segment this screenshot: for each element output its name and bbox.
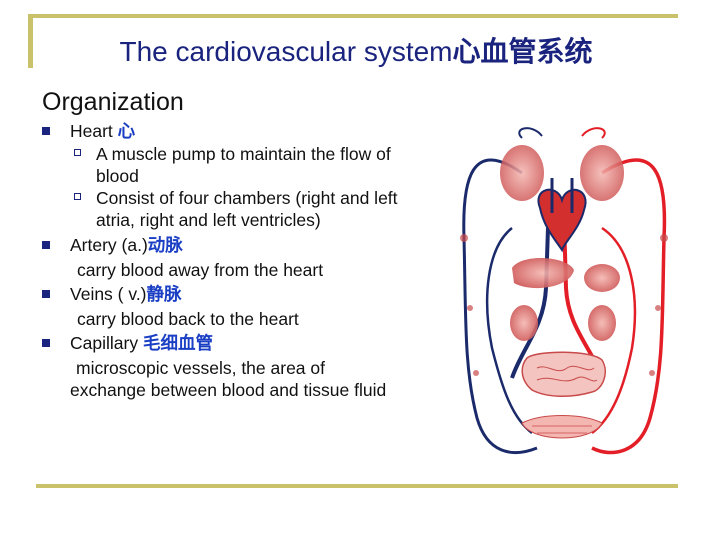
- item-label: Artery (a.): [70, 235, 148, 255]
- bottom-rule: [36, 484, 678, 488]
- sub-item-text: A muscle pump to maintain the flow of bl…: [96, 144, 391, 186]
- hollow-square-bullet-icon: [74, 149, 81, 156]
- vein-inner: [485, 227, 533, 434]
- liver: [512, 258, 574, 289]
- section-heading: Organization: [42, 88, 184, 116]
- hollow-square-bullet-icon: [74, 193, 81, 200]
- list-item-capillary: Capillary 毛细血管: [42, 332, 432, 355]
- lung-right: [580, 145, 624, 201]
- vein-outer-loop: [462, 158, 538, 455]
- slide-title: The cardiovascular system心血管系统: [34, 30, 678, 70]
- title-frame-horizontal: [28, 14, 678, 18]
- intestines: [521, 351, 606, 397]
- square-bullet-icon: [42, 290, 50, 298]
- item-label-cjk: 心: [117, 122, 136, 142]
- item-label-cjk: 静脉: [146, 285, 182, 305]
- sub-item: Consist of four chambers (right and left…: [42, 187, 432, 231]
- sub-item-text: Consist of four chambers (right and left…: [96, 188, 398, 230]
- spleen: [584, 264, 620, 292]
- list-item-artery: Artery (a.)动脉: [42, 234, 432, 257]
- artery-outer-loop: [591, 158, 667, 455]
- lung-left: [500, 145, 544, 201]
- circulatory-system-diagram: [460, 127, 668, 455]
- heart: [537, 188, 587, 253]
- list-item-veins: Veins ( v.)静脉: [42, 283, 432, 306]
- item-description: carry blood away from the heart: [77, 260, 324, 280]
- sub-item: A muscle pump to maintain the flow of bl…: [42, 143, 432, 187]
- slide-title-cjk: 心血管系统: [452, 35, 593, 68]
- kidney-left: [510, 305, 538, 341]
- list-item-heart: Heart 心: [42, 120, 432, 143]
- square-bullet-icon: [42, 241, 50, 249]
- bullet-list: Heart 心 A muscle pump to maintain the fl…: [42, 120, 432, 401]
- square-bullet-icon: [42, 339, 50, 347]
- lower-capillary-bed: [521, 415, 603, 439]
- slide-title-en: The cardiovascular system: [119, 36, 453, 67]
- item-label: Capillary: [70, 333, 143, 353]
- kidney-right: [588, 305, 616, 341]
- square-bullet-icon: [42, 127, 50, 135]
- item-label: Veins ( v.): [70, 284, 147, 304]
- item-description: carry blood back to the heart: [77, 309, 299, 329]
- artery-branch: [591, 226, 637, 434]
- item-label-cjk: 毛细血管: [142, 334, 213, 354]
- item-description: microscopic vessels, the area of exchang…: [70, 358, 387, 400]
- title-frame-vertical: [28, 14, 33, 68]
- item-label-cjk: 动脉: [147, 236, 183, 256]
- item-label: Heart: [70, 121, 118, 141]
